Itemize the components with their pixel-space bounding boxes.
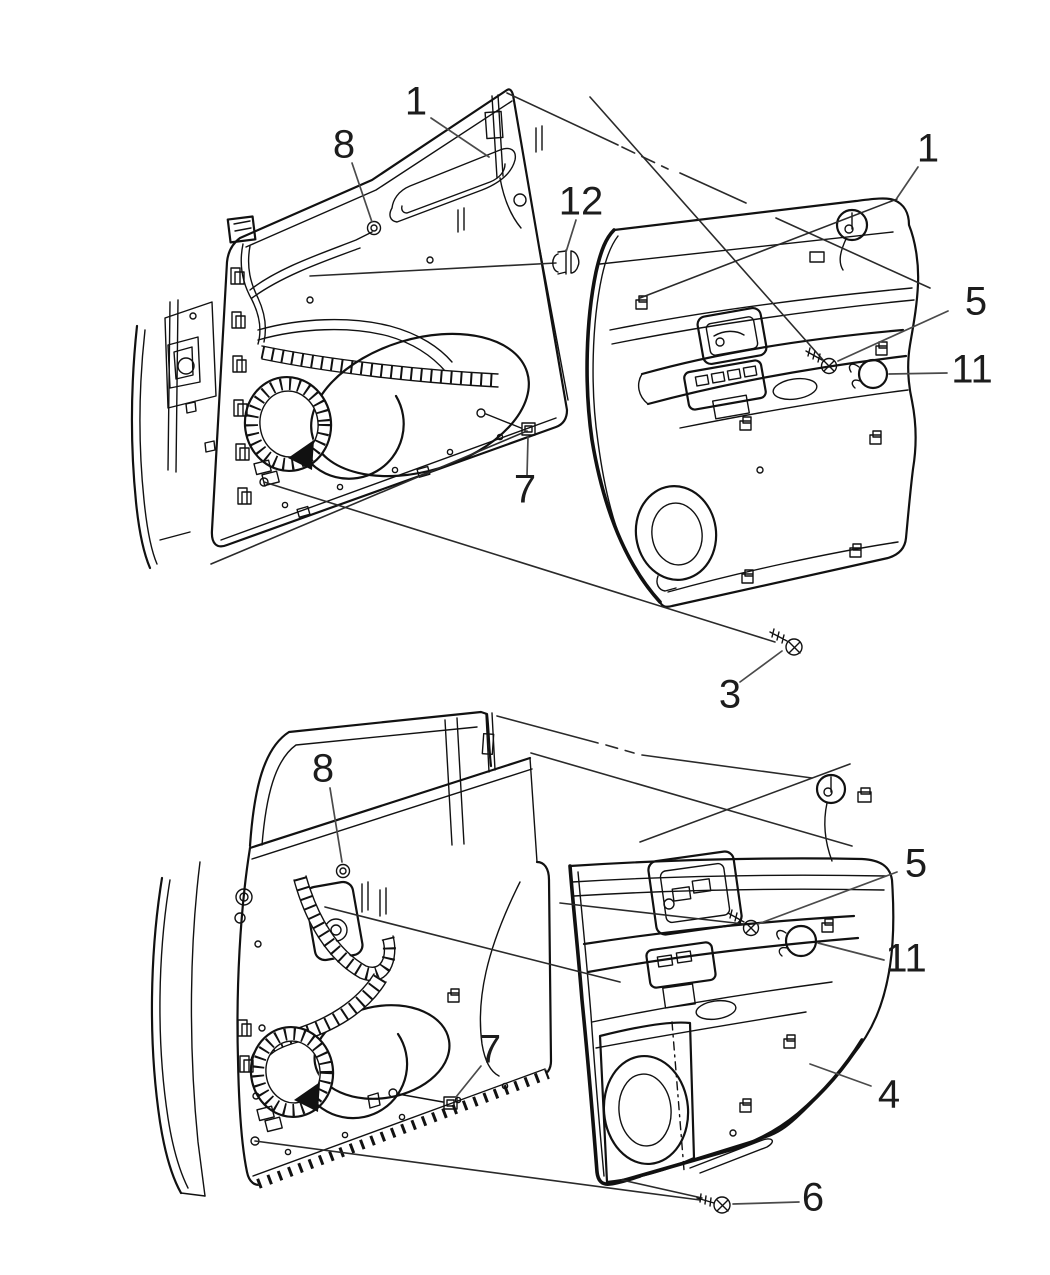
callout-label-11-front: 11 — [951, 348, 993, 392]
access-opening — [310, 332, 530, 478]
window-regulator-motor — [243, 375, 333, 487]
map-pocket-line — [679, 389, 909, 429]
leader-line-7-rear — [455, 1065, 482, 1098]
body-pillar-fragment — [130, 299, 217, 570]
callout-label-7-front: 7 — [514, 468, 536, 512]
armrest-front — [637, 328, 908, 406]
nut-8-rear — [335, 863, 351, 879]
front-door-assembly — [130, 88, 931, 656]
callout-label-8-rear: 8 — [312, 747, 334, 791]
leader-line-12 — [565, 219, 577, 253]
sill-plate — [689, 1138, 774, 1174]
leader-line-8-front — [351, 162, 373, 223]
callout-label-3: 3 — [719, 673, 741, 717]
leader-line-1-window-frame — [430, 117, 490, 158]
callout-label-12: 12 — [559, 180, 604, 224]
construction-lines-rear — [254, 715, 853, 1201]
leader-line-7-front — [526, 436, 529, 477]
rear-door-inner-panel — [234, 710, 553, 1189]
front-wiring-harness — [226, 215, 499, 388]
leader-line-4 — [809, 1063, 872, 1087]
leader-line-1-trim — [896, 166, 919, 199]
screw-3 — [769, 628, 803, 656]
armrest-rear — [582, 914, 860, 1021]
access-opening-rear — [313, 1004, 451, 1100]
rotation-arrow — [288, 394, 405, 480]
callout-label-11-rear: 11 — [885, 937, 927, 981]
clip-trim-top — [809, 251, 825, 263]
callout-label-5-front: 5 — [965, 280, 987, 324]
rear-panel-details — [234, 888, 509, 1156]
nut-7-rear — [388, 1088, 458, 1110]
front-door-inner-panel — [210, 88, 569, 548]
door-lock-rod — [457, 94, 543, 233]
speaker-rear — [598, 1021, 696, 1184]
push-pin-12 — [552, 249, 580, 275]
leader-line-3 — [739, 650, 783, 683]
screw-6 — [696, 1193, 731, 1214]
callout-label-4: 4 — [878, 1073, 900, 1117]
wire-clip-11-front — [848, 358, 889, 390]
leader-line-5-front — [837, 310, 949, 362]
nut-7-front — [476, 408, 536, 436]
leader-line-8-rear — [329, 787, 343, 863]
leader-line-6 — [732, 1201, 800, 1205]
callout-label-7-rear: 7 — [479, 1028, 501, 1072]
callout-label-1-trim: 1 — [917, 127, 939, 171]
leader-line-11-front — [888, 372, 948, 375]
door-handle-bezel-front — [696, 306, 768, 366]
rotation-arrow-rear — [294, 1032, 409, 1120]
panel-clips — [230, 267, 252, 505]
window-switch-plate-front — [683, 359, 767, 420]
callout-label-1-window-frame: 1 — [405, 80, 427, 124]
callout-label-6: 6 — [802, 1176, 824, 1220]
screw-5-rear — [727, 909, 760, 937]
nut-8-front — [366, 220, 382, 236]
callout-label-8-front: 8 — [333, 123, 355, 167]
leader-line-11-rear — [817, 942, 885, 961]
speaker-front — [634, 485, 718, 592]
rear-door-assembly — [150, 710, 895, 1214]
callout-label-5-rear: 5 — [905, 842, 927, 886]
lock-rod-button — [481, 732, 495, 756]
trim-clips-rear — [729, 918, 834, 1137]
door-handle-bezel-rear — [647, 850, 743, 936]
lock-knob-front — [835, 208, 869, 271]
wire-clip-11-rear — [776, 924, 818, 958]
trim-clips-front — [635, 295, 888, 584]
leader-line-5-rear — [757, 871, 898, 925]
lock-knob-rear — [815, 773, 847, 862]
window-regulator-motor-rear — [249, 1025, 335, 1133]
panel-holes — [259, 256, 504, 518]
clip-rear-top — [857, 787, 872, 803]
construction-lines-front — [210, 92, 931, 643]
rear-door-trim-panel — [568, 773, 895, 1186]
front-door-trim-panel — [585, 197, 920, 608]
screw-5-front — [805, 347, 838, 375]
rear-door-skin-edge — [150, 861, 206, 1197]
